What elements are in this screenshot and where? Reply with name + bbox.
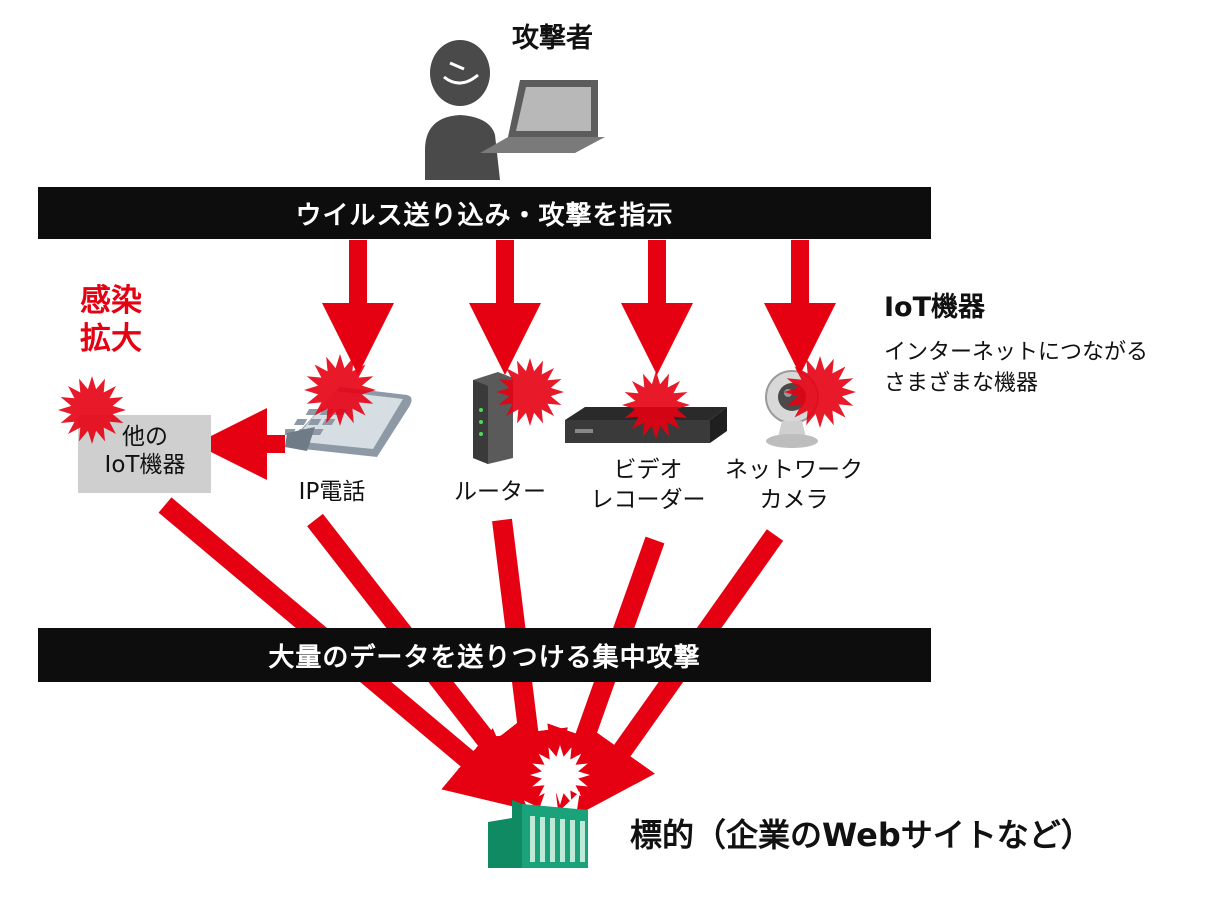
router-icon: [473, 372, 513, 464]
middle-bar: 大量のデータを送りつける集中攻撃: [38, 628, 931, 682]
top-bar-text: ウイルス送り込み・攻撃を指示: [295, 200, 674, 231]
infection-label-line1: 感染: [80, 283, 142, 319]
burst-icon-phone: [304, 354, 376, 426]
burst-icon-other: [58, 376, 126, 444]
burst-icon-target: [530, 745, 590, 805]
infection-label: 感染 拡大: [80, 282, 142, 358]
recorder-label-line1: ビデオ: [613, 457, 683, 483]
building-icon: [488, 800, 588, 868]
infection-label-line2: 拡大: [80, 321, 142, 357]
iot-description-line1: インターネットにつながる: [884, 340, 1149, 365]
target-label: 標的（企業のWebサイトなど）: [630, 816, 1093, 854]
top-bar: ウイルス送り込み・攻撃を指示: [38, 187, 931, 239]
router-label: ルーター: [454, 479, 546, 505]
burst-icon-recorder: [622, 371, 690, 439]
other-iot-label-line1: 他の: [122, 424, 168, 450]
iot-description-line2: さまざまな機器: [884, 371, 1039, 396]
burst-icon-camera: [784, 356, 856, 428]
camera-label: ネットワーク カメラ: [714, 455, 874, 515]
attacker-label: 攻撃者: [512, 23, 593, 54]
middle-bar-text: 大量のデータを送りつける集中攻撃: [268, 642, 701, 673]
other-iot-label: 他の IoT機器: [100, 423, 190, 479]
iot-heading: IoT機器: [884, 292, 986, 323]
attacker-icon: [425, 40, 500, 180]
laptop-icon: [480, 80, 605, 153]
other-iot-label-line2: IoT機器: [104, 452, 186, 478]
phone-icon: [285, 387, 412, 457]
recorder-label: ビデオ レコーダー: [578, 455, 718, 515]
camera-label-line1: ネットワーク: [725, 457, 863, 483]
command-arrows: [322, 240, 836, 375]
camera-label-line2: カメラ: [759, 487, 829, 513]
phone-label: IP電話: [298, 479, 366, 505]
burst-icon-router: [496, 358, 564, 426]
recorder-label-line2: レコーダー: [590, 487, 706, 513]
iot-description: インターネットにつながる さまざまな機器: [884, 337, 1148, 399]
